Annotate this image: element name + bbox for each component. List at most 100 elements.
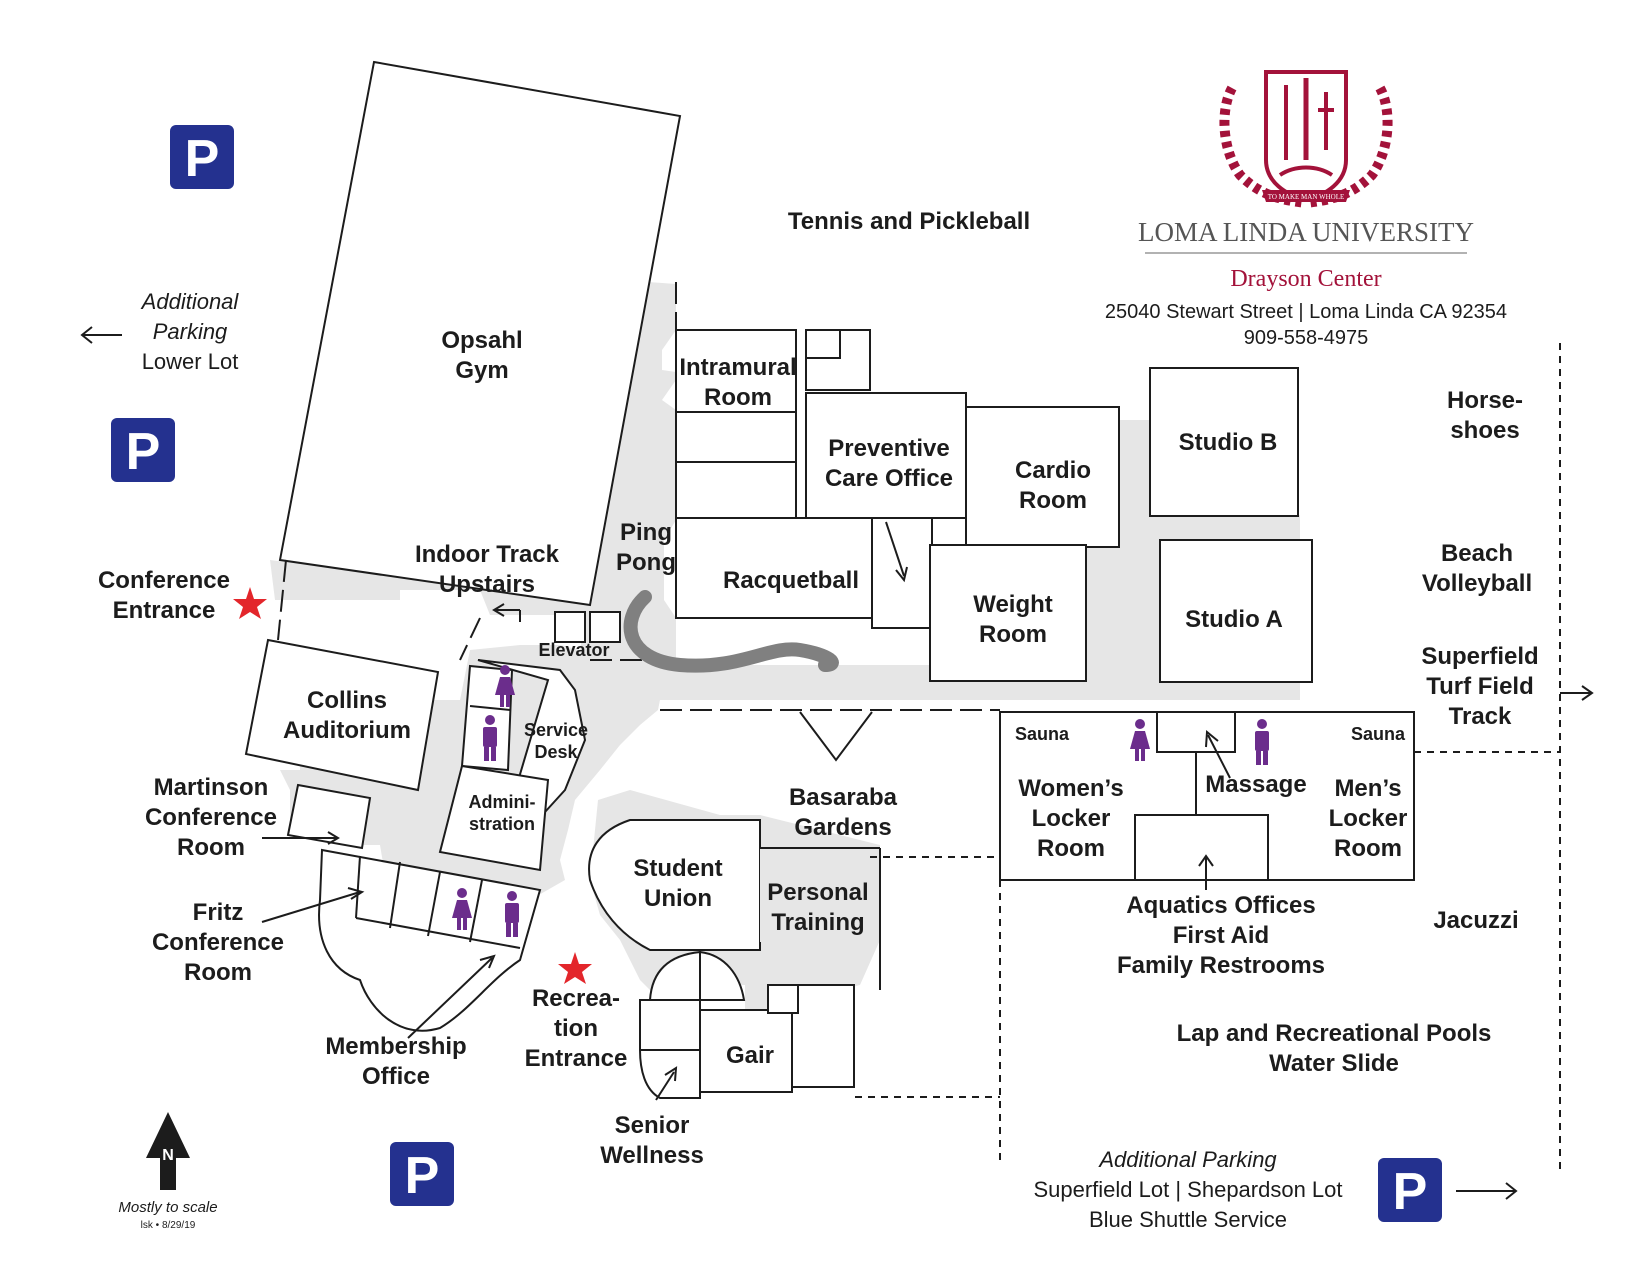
west-parking-line1: Additional: [140, 289, 240, 314]
svg-text:P: P: [1393, 1163, 1428, 1221]
seal-motto: TO MAKE MAN WHOLE: [1268, 193, 1345, 201]
parking-sign-se: P: [1378, 1158, 1442, 1222]
womens-locker-label: Room: [1037, 835, 1105, 862]
intramural-label: Intramural: [679, 354, 796, 381]
west-parking-line3: Lower Lot: [142, 349, 239, 374]
superfield-label: Superfield: [1421, 643, 1538, 670]
south-parking-title: Additional Parking: [1097, 1147, 1277, 1172]
martinson-label: Room: [177, 834, 245, 861]
personal-training-label: Personal: [767, 879, 868, 906]
senior-wellness-label: Wellness: [600, 1142, 704, 1169]
south-parking-shuttle: Blue Shuttle Service: [1089, 1207, 1287, 1232]
jacuzzi-label: Jacuzzi: [1433, 907, 1518, 934]
buildings: [244, 60, 1415, 1099]
womens-locker-label: Locker: [1032, 805, 1111, 832]
intramural-room-outline: [675, 329, 797, 519]
massage-label: Massage: [1205, 771, 1306, 798]
preventive-care-outline: [805, 392, 967, 519]
west-parking-line2: Parking: [153, 319, 228, 344]
indoor-track-label: Upstairs: [439, 571, 535, 598]
service-desk-label: Desk: [534, 742, 578, 762]
horseshoes-label: Horse-: [1447, 387, 1523, 414]
recreation-entrance-label: Entrance: [525, 1045, 628, 1072]
conference-entrance-label: Conference: [98, 567, 230, 594]
racquetball-label: Racquetball: [723, 567, 859, 594]
basaraba-gardens-label: Gardens: [794, 814, 891, 841]
opsahl-gym-label: Gym: [455, 357, 508, 384]
student-union-outline: [588, 819, 761, 951]
aquatics-label: Aquatics Offices: [1126, 892, 1315, 919]
service-desk-outline: [477, 659, 587, 814]
women-restroom-icon: [1130, 719, 1150, 761]
weight-room-label: Weight: [973, 591, 1053, 618]
martinson-label: Martinson: [154, 774, 269, 801]
intramural-label: Room: [704, 384, 772, 411]
mens-locker-label: Locker: [1329, 805, 1408, 832]
arrow-left-icon: [80, 326, 122, 344]
ping-pong-label: Pong: [616, 549, 676, 576]
mens-locker-label: Men’s: [1334, 775, 1401, 802]
tennis-label: Tennis and Pickleball: [788, 208, 1030, 235]
gair-outline: [699, 1009, 793, 1093]
recreation-entrance-label: Recrea-: [532, 985, 620, 1012]
men-restroom-icon: [483, 715, 497, 761]
recreation-entrance-star-icon: [558, 952, 592, 984]
collins-auditorium-outline: [244, 638, 440, 792]
administration-label: stration: [469, 814, 535, 834]
north-arrow-icon: N: [146, 1112, 190, 1190]
scale-note: Mostly to scale: [118, 1199, 217, 1216]
studio-a-label: Studio A: [1185, 606, 1283, 633]
martinson-room-outline: [286, 783, 372, 850]
mens-locker-label: Room: [1334, 835, 1402, 862]
senior-wellness-label: Senior: [615, 1112, 690, 1139]
preventive-care-label: Preventive: [828, 435, 949, 462]
south-parking-lots: Superfield Lot | Shepardson Lot: [1033, 1177, 1342, 1202]
fritz-label: Fritz: [193, 899, 244, 926]
horseshoes-label: shoes: [1450, 417, 1519, 444]
svg-text:P: P: [126, 423, 161, 481]
weight-room-outline: [929, 544, 1087, 682]
administration-outline: [438, 764, 550, 872]
pools-label: Lap and Recreational Pools: [1177, 1020, 1492, 1047]
gair-label: Gair: [726, 1042, 774, 1069]
martinson-label: Conference: [145, 804, 277, 831]
cardio-room-label: Cardio: [1015, 457, 1091, 484]
beach-volleyball-label: Beach: [1441, 540, 1513, 567]
sauna-label-women: Sauna: [1015, 724, 1070, 744]
massage-outline: [1156, 711, 1236, 753]
conference-entrance-label: Entrance: [113, 597, 216, 624]
membership-office-outline: [318, 848, 542, 1032]
collins-auditorium-label: Auditorium: [283, 717, 411, 744]
superfield-label: Track: [1449, 703, 1512, 730]
fritz-label: Room: [184, 959, 252, 986]
elevator-label: Elevator: [538, 640, 609, 660]
svg-text:N: N: [162, 1147, 174, 1164]
university-seal: TO MAKE MAN WHOLE: [1219, 70, 1393, 208]
conference-entrance-star-icon: [233, 587, 267, 619]
preventive-care-label: Care Office: [825, 465, 953, 492]
womens-locker-label: Women’s: [1018, 775, 1123, 802]
men-restroom-icon: [505, 891, 519, 937]
administration-label: Admini-: [469, 792, 536, 812]
ping-pong-path: [623, 590, 839, 673]
center-name: Drayson Center: [1230, 266, 1381, 292]
weight-room-label: Room: [979, 621, 1047, 648]
aquatics-label: First Aid: [1173, 922, 1269, 949]
svg-text:P: P: [405, 1147, 440, 1205]
pointer-arrows: [261, 521, 1594, 1101]
basaraba-gardens-label: Basaraba: [789, 784, 898, 811]
membership-office-label: Office: [362, 1063, 430, 1090]
pools-label: Water Slide: [1269, 1050, 1399, 1077]
parking-sign-nw: P: [170, 125, 234, 189]
aquatics-label: Family Restrooms: [1117, 952, 1325, 979]
service-desk-label: Service: [524, 720, 588, 740]
collins-auditorium-label: Collins: [307, 687, 387, 714]
outdoor-labels: Tennis and Pickleball Horse- shoes Beach…: [788, 208, 1539, 1077]
arrow-right-icon: [1456, 1182, 1518, 1200]
fritz-label: Conference: [152, 929, 284, 956]
membership-office-label: Membership: [325, 1033, 466, 1060]
personal-training-label: Training: [771, 909, 864, 936]
beach-volleyball-label: Volleyball: [1422, 570, 1532, 597]
recreation-entrance-label: tion: [554, 1015, 598, 1042]
